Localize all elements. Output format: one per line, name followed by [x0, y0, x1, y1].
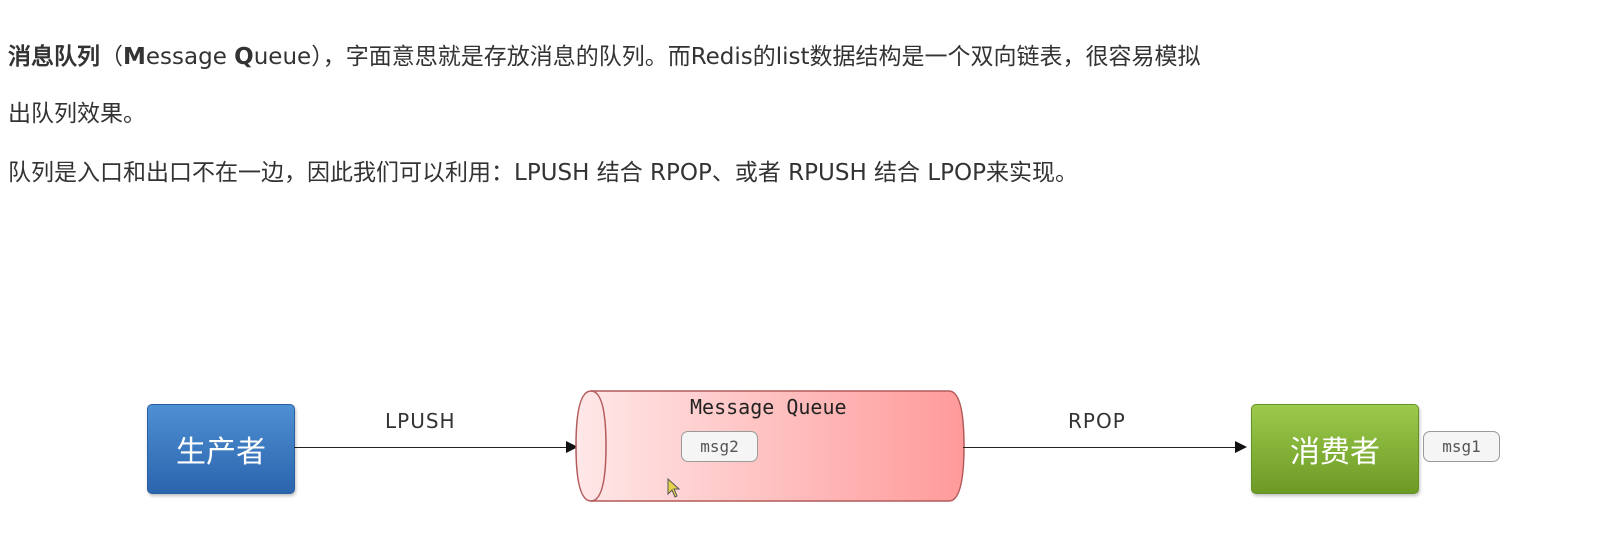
term-essage: essage	[145, 44, 235, 70]
queue-cylinder-shape	[575, 390, 965, 502]
consumer-box: 消费者	[1251, 404, 1419, 494]
mouse-pointer-icon	[667, 477, 681, 502]
queue-message-badge: msg2	[681, 431, 758, 462]
push-label: LPUSH	[385, 409, 456, 433]
term-letter-M: M	[123, 44, 146, 70]
producer-label: 生产者	[176, 435, 266, 470]
push-arrow	[294, 441, 578, 453]
queue-title: Message Queue	[690, 395, 847, 419]
push-arrowhead	[566, 441, 578, 453]
pop-label: RPOP	[1068, 409, 1126, 433]
message-queue-cylinder: Message Queue	[575, 390, 965, 502]
term-ueue: ueue	[253, 44, 312, 70]
pop-arrowhead	[1235, 441, 1247, 453]
intro-paragraph-line2: 出队列效果。	[8, 101, 146, 127]
intro-sentence: ），字面意思就是存放消息的队列。而Redis的list数据结构是一个双向链表，很…	[311, 44, 1201, 70]
consumer-label: 消费者	[1290, 435, 1380, 470]
usage-paragraph: 队列是入口和出口不在一边，因此我们可以利用：LPUSH 结合 RPOP、或者 R…	[8, 160, 1079, 186]
consumed-message-badge: msg1	[1423, 431, 1500, 462]
paren-open: （	[100, 44, 123, 70]
intro-paragraph-line1: 消息队列（Message Queue），字面意思就是存放消息的队列。而Redis…	[8, 42, 1201, 72]
term-letter-Q: Q	[234, 44, 254, 70]
term-message-queue-zh: 消息队列	[8, 44, 100, 70]
pop-arrow	[963, 441, 1247, 453]
producer-box: 生产者	[147, 404, 295, 494]
